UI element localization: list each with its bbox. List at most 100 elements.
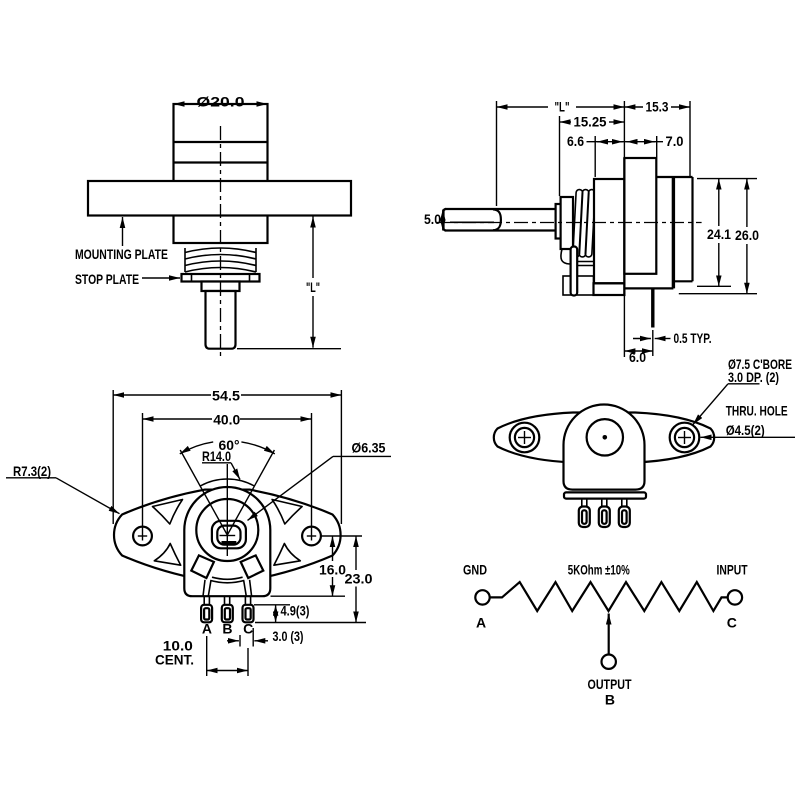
terminal-outer <box>617 505 631 529</box>
terminal-slot <box>600 509 608 525</box>
profile-view: "L" 15.3 15.25 6.6 7.0 5.0 <box>424 99 759 366</box>
dim-text-rear-depth: 15.3 <box>646 99 669 115</box>
mounting-plate <box>86 179 353 217</box>
dim-hole-spacing: 40.0 <box>141 412 313 541</box>
wedge-line-right <box>226 449 276 536</box>
dim-shaft-flat: 5.0 <box>424 209 446 231</box>
dim-text-center-to-body: 16.0 <box>319 561 346 577</box>
leader-line <box>230 462 241 480</box>
label-resistance: 5KOhm ±10% <box>568 562 630 578</box>
pot-body-rear <box>562 403 646 491</box>
leg-line <box>248 579 253 597</box>
slot-left <box>189 553 216 580</box>
dim-body-diameter: Ø20.0 <box>173 94 268 110</box>
dim-text-end-radius: R7.3(2) <box>13 463 51 479</box>
dim-pin-length: 4.9(3) <box>254 603 310 623</box>
terminals-rear <box>577 498 631 529</box>
label-stop-plate: STOP PLATE <box>75 271 139 287</box>
leg-line <box>202 579 206 597</box>
dim-overall-width: 54.5 <box>112 388 343 524</box>
dim-shaft-length: "L" <box>237 216 341 350</box>
dim-text-pin-width: 3.0 (3) <box>273 628 304 644</box>
leg-line <box>242 580 248 597</box>
dim-shaft-diameter: Ø6.35 <box>247 440 391 521</box>
terminal-label-a: A <box>202 621 212 637</box>
dim-text-overall-width: 54.5 <box>212 388 240 404</box>
dim-text-pin-offset: 6.0 <box>629 349 646 365</box>
dim-text-length: "L" <box>555 99 570 115</box>
terminal-circle-c <box>726 589 744 606</box>
dim-center-to-body: 16.0 <box>270 535 362 597</box>
terminal-outer <box>597 505 611 529</box>
shaft-hole-d <box>216 524 242 546</box>
housing <box>623 158 694 295</box>
band-arc-lower <box>209 579 245 584</box>
terminal-b-slot <box>223 607 232 621</box>
angle-arc-left <box>179 441 214 455</box>
band-arc-upper <box>211 576 243 581</box>
dim-text-shaft-diameter: Ø6.35 <box>352 440 386 456</box>
terminal-legs <box>202 576 253 597</box>
shaft-end-cap <box>442 207 447 232</box>
flange-cutout-upper-right <box>271 498 303 525</box>
label-thru-line1: THRU. HOLE <box>726 402 788 418</box>
dim-text-pin-spacing-note: CENT. <box>155 652 194 668</box>
thru-hole-circle <box>673 426 696 449</box>
dim-rear-depth: 15.3 <box>624 99 691 176</box>
shaft-boss-rear <box>585 417 625 457</box>
thru-hole-circle <box>513 426 536 449</box>
dim-bushing-length: 15.25 <box>558 114 625 196</box>
terminal-c-outer <box>241 603 255 624</box>
wedge-line-left <box>179 449 228 536</box>
dim-overall-height: 26.0 <box>678 178 759 295</box>
terminal-block-lip <box>592 282 626 297</box>
dim-text-pin-spacing: 10.0 <box>163 638 193 654</box>
rear-view: Ø7.5 C'BORE 3.0 DP. (2) THRU. HOLE Ø4.5(… <box>492 356 795 529</box>
center-dot <box>602 435 608 440</box>
leg-line <box>207 580 212 597</box>
flange-cutout-lower-left <box>153 542 182 566</box>
dim-stop-radius: R14.0 <box>202 448 241 480</box>
dim-end-radius: R7.3(2) <box>6 463 120 515</box>
flange-cutout-upper-left <box>151 498 184 525</box>
dim-text-rotation-angle: 60° <box>219 437 240 453</box>
dim-text-bushing-length: 15.25 <box>574 114 607 130</box>
dim-text-boss-depth: 7.0 <box>666 133 684 149</box>
dim-pin-offset: 6.0 <box>623 295 654 365</box>
counterbore-circle <box>668 421 701 454</box>
label-output: OUTPUT <box>588 676 632 692</box>
screw-hole-rear-left <box>508 421 541 454</box>
label-thru-line2: Ø4.5(2) <box>726 422 765 438</box>
dim-text-pin-thickness: 0.5 TYP. <box>674 330 712 346</box>
flange-cutout-lower-right <box>273 542 302 566</box>
shaft-flat-end <box>492 208 503 232</box>
label-cbore-line2: 3.0 DP. (2) <box>728 369 779 385</box>
dim-shaft-length-profile: "L" <box>495 99 626 206</box>
stop-plate-edge <box>569 245 579 297</box>
dim-text-shaft-length: "L" <box>306 279 320 295</box>
dim-text-hole-spacing: 40.0 <box>213 412 240 428</box>
label-gnd: GND <box>463 562 487 578</box>
center-boss <box>623 156 658 275</box>
callout-cbore: Ø7.5 C'BORE 3.0 DP. (2) <box>692 356 792 425</box>
terminal-a-slot <box>203 607 211 621</box>
dim-text-shaft-flat: 5.0 <box>424 211 441 227</box>
dim-text-stop-radius: R14.0 <box>202 448 231 464</box>
dim-text-body-height: 24.1 <box>707 226 731 242</box>
dim-front-step-and-boss: 6.6 7.0 <box>567 133 684 177</box>
terminals-front: A B C <box>200 596 255 637</box>
terminal-a-outer <box>200 603 214 624</box>
label-cbore-line1: Ø7.5 C'BORE <box>728 356 792 372</box>
dim-text-front-step: 6.6 <box>567 133 584 149</box>
resistor-zigzag <box>489 579 728 614</box>
leader-line <box>55 477 120 515</box>
label-input: INPUT <box>717 562 748 578</box>
terminal-c-slot <box>244 607 252 621</box>
dim-text-center-to-pins: 23.0 <box>345 571 373 587</box>
callout-thru-hole: THRU. HOLE Ø4.5(2) <box>700 402 795 441</box>
terminal-b-outer <box>220 603 234 624</box>
terminal-slot <box>580 509 588 525</box>
front-sleeve <box>592 177 626 285</box>
